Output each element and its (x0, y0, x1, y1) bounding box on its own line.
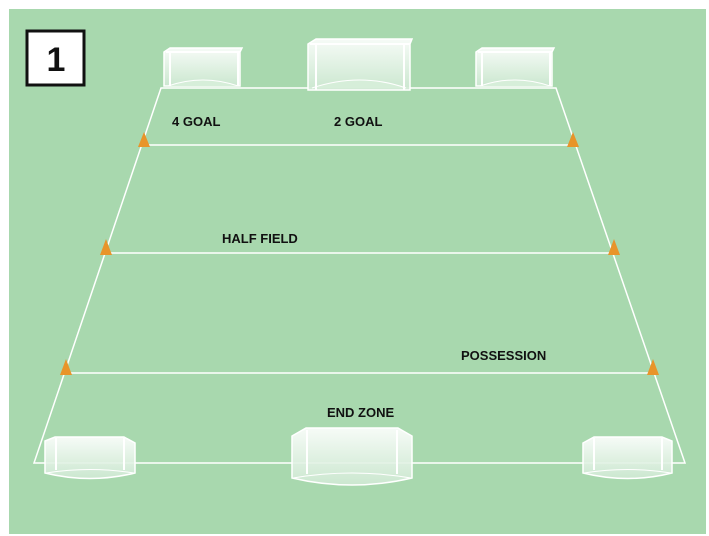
goal-icon (163, 47, 244, 87)
field-boundary (32, 87, 687, 464)
figure-number: 1 (47, 41, 66, 79)
goal-icon (582, 436, 673, 480)
cone-icon (138, 132, 150, 147)
goal-icon (291, 427, 413, 486)
goal-icon (475, 47, 556, 87)
cone-icon (100, 239, 112, 255)
cones (60, 132, 659, 375)
cone-icon (567, 132, 579, 147)
cone-icon (608, 239, 620, 255)
zone-label-half-field: HALF FIELD (222, 231, 298, 246)
zone-label-two-goal: 2 GOAL (334, 114, 382, 129)
figure-number-badge: 1 (25, 29, 86, 87)
goal-icon (307, 38, 414, 91)
cone-icon (60, 359, 72, 375)
zone-label-end-zone: END ZONE (327, 405, 395, 420)
goal-icon (44, 436, 136, 480)
zone-label-four-goal: 4 GOAL (172, 114, 220, 129)
zone-label-possession: POSSESSION (461, 348, 546, 363)
cone-icon (647, 359, 659, 375)
